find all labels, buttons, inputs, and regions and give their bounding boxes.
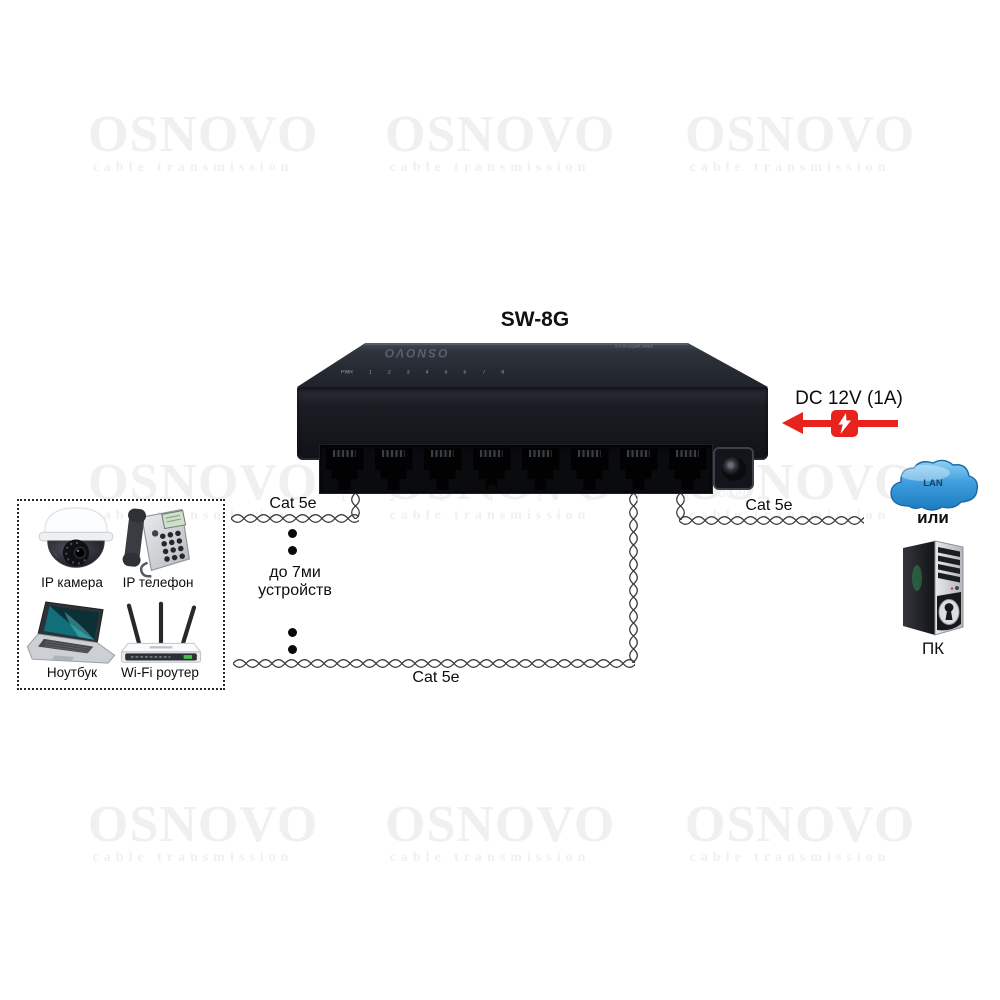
watermark: OSNOVO cable transmission bbox=[88, 796, 319, 866]
ellipsis-dot bbox=[488, 484, 497, 493]
power-arrow-head bbox=[782, 412, 803, 434]
cat5e-label-1: Cat 5e bbox=[269, 495, 317, 512]
watermark: OSNOVO cable transmission bbox=[385, 796, 616, 866]
ellipsis-dot bbox=[288, 529, 297, 538]
rj45-port-icon bbox=[325, 448, 364, 490]
ip-camera-label: IP камера bbox=[41, 575, 103, 590]
ellipsis-dot bbox=[288, 645, 297, 654]
led-labels: PWR 1 2 3 4 5 6 7 8 bbox=[341, 370, 505, 376]
ellipsis-dot bbox=[504, 484, 513, 493]
network-switch: OSNOVO 8-Port Gigabit Switch PWR 1 2 3 4… bbox=[297, 343, 768, 503]
ip-camera-icon bbox=[38, 507, 114, 568]
cat5e-cable-port7-horizontal bbox=[233, 659, 635, 668]
rj45-port-icon bbox=[423, 448, 462, 490]
watermark-brand: OSNOVO bbox=[88, 106, 319, 163]
watermark: OSNOVO cable transmission bbox=[88, 106, 319, 176]
pc-tower-icon bbox=[903, 540, 964, 636]
cat5e-cable-port8-horizontal bbox=[679, 516, 864, 525]
watermark: OSNOVO cable transmission bbox=[385, 106, 616, 176]
watermark: OSNOVO cable transmission bbox=[685, 796, 916, 866]
laptop-label: Ноутбук bbox=[46, 665, 98, 680]
rj45-port-icon bbox=[374, 448, 413, 490]
switch-front-face: 1 2 3 4 5 6 7 8 DC IN bbox=[297, 387, 768, 503]
ellipsis-dot bbox=[288, 546, 297, 555]
cat5e-label-2: Cat 5e bbox=[412, 669, 460, 686]
up-to-devices-note: до 7ми устройств bbox=[258, 564, 332, 599]
or-label: или bbox=[917, 508, 949, 527]
dc-jack-icon bbox=[713, 447, 754, 490]
cat5e-label-3: Cat 5e bbox=[745, 497, 793, 514]
rj45-port-icon bbox=[619, 448, 658, 490]
cat5e-cable-port7-vertical bbox=[629, 467, 638, 663]
switch-top-face: OSNOVO 8-Port Gigabit Switch PWR 1 2 3 4… bbox=[297, 343, 768, 387]
power-label: DC 12V (1A) bbox=[795, 388, 903, 409]
port-numbers: 1 2 3 4 5 6 7 8 bbox=[341, 493, 689, 503]
laptop-icon bbox=[26, 601, 116, 664]
switch-brand-logo: OSNOVO bbox=[383, 346, 448, 360]
cat5e-cable-port1-horizontal bbox=[231, 514, 359, 523]
rj45-port-icon bbox=[668, 448, 707, 490]
ellipsis-dot bbox=[472, 484, 481, 493]
lightning-icon bbox=[831, 410, 858, 437]
lan-cloud-icon: LAN bbox=[890, 459, 979, 511]
switch-model-text: 8-Port Gigabit Switch bbox=[615, 345, 654, 350]
watermark-tagline: cable transmission bbox=[92, 160, 294, 175]
rj45-port-icon bbox=[570, 448, 609, 490]
end-devices-box bbox=[17, 499, 225, 690]
diagram-title: SW-8G bbox=[500, 308, 570, 331]
dc-in-label: DC IN bbox=[718, 489, 746, 500]
wifi-router-label: Wi-Fi роутер bbox=[121, 665, 199, 680]
rj45-port-icon bbox=[521, 448, 560, 490]
pc-label: ПК bbox=[921, 639, 945, 658]
ip-phone-label: IP телефон bbox=[122, 575, 194, 590]
watermark: OSNOVO cable transmission bbox=[685, 106, 916, 176]
rj45-port-row bbox=[319, 444, 713, 494]
lan-cloud-text: LAN bbox=[923, 478, 943, 489]
ip-phone-icon bbox=[122, 508, 190, 578]
wifi-router-icon bbox=[120, 601, 202, 663]
ellipsis-dot bbox=[288, 628, 297, 637]
